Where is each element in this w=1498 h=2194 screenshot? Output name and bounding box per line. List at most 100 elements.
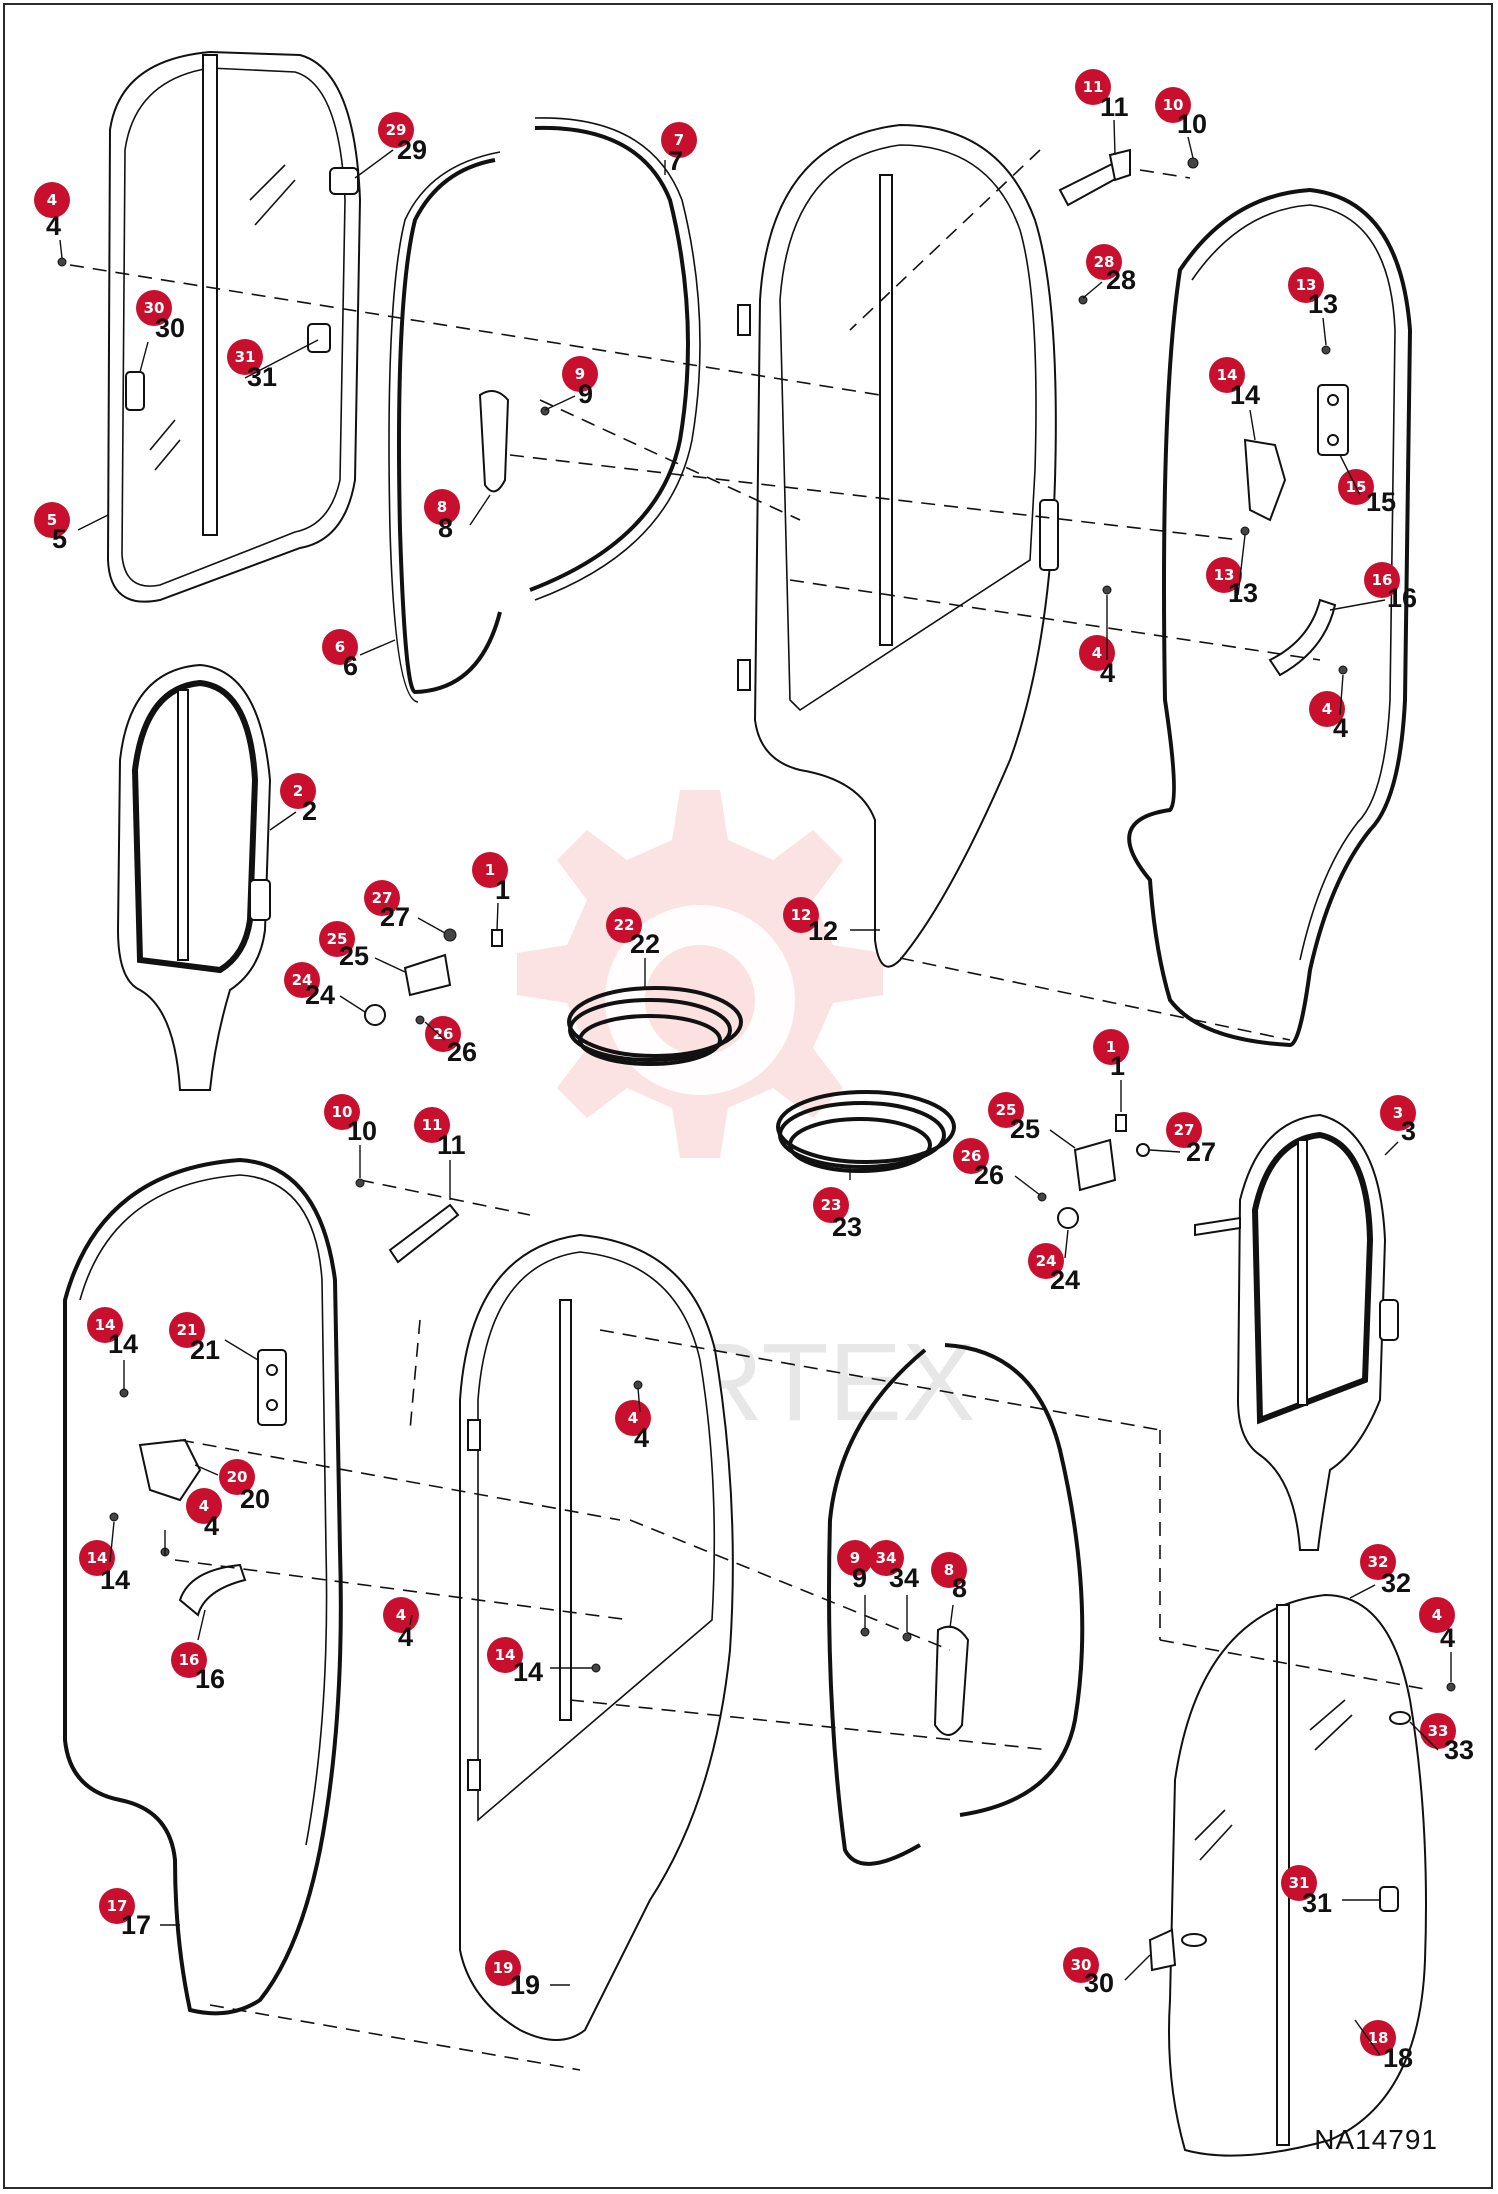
part-seal-top-right: [1127, 187, 1413, 1048]
svg-text:5: 5: [47, 511, 57, 529]
callout-24: 24: [284, 962, 320, 998]
part-label-24: 24: [1050, 1265, 1080, 1295]
part-label-5: 5: [52, 524, 67, 554]
part-label-14: 14: [1230, 380, 1260, 410]
part-label-12: 12: [808, 916, 838, 946]
part-label-19: 19: [510, 1970, 540, 2000]
svg-text:25: 25: [996, 1101, 1017, 1119]
svg-text:30: 30: [144, 299, 165, 317]
svg-text:14: 14: [87, 1549, 108, 1567]
svg-text:1: 1: [1106, 1038, 1116, 1056]
part-label-3: 3: [1401, 1116, 1416, 1146]
part-label-4: 4: [204, 1511, 219, 1541]
part-label-14: 14: [513, 1657, 543, 1687]
part-label-4: 4: [1440, 1623, 1455, 1653]
diagram-frame: [3, 3, 1493, 2189]
svg-text:10: 10: [332, 1103, 353, 1121]
part-label-2: 2: [302, 796, 317, 826]
svg-text:1: 1: [485, 861, 495, 879]
callout-31: 31: [227, 339, 263, 375]
part-label-4: 4: [46, 211, 61, 241]
callout-17: 17: [99, 1888, 135, 1924]
callout-9: 9: [837, 1540, 873, 1576]
svg-text:26: 26: [961, 1147, 982, 1165]
callout-9: 9: [562, 356, 598, 392]
svg-text:24: 24: [1036, 1252, 1057, 1270]
callout-25: 25: [988, 1092, 1024, 1128]
part-5-glass-door-panel: [106, 50, 362, 603]
part-17-door-seal: [63, 1157, 343, 2016]
callout-13: 13: [1288, 267, 1324, 303]
svg-text:23: 23: [821, 1196, 842, 1214]
callout-19: 19: [485, 1950, 521, 1986]
callout-24: 24: [1028, 1243, 1064, 1279]
svg-text:11: 11: [1083, 78, 1104, 96]
part-label-4: 4: [398, 1622, 413, 1652]
part-label-21: 21: [190, 1335, 220, 1365]
part-label-10: 10: [1177, 109, 1207, 139]
svg-text:9: 9: [575, 365, 585, 383]
callout-29: 29: [378, 112, 414, 148]
part-label-9: 9: [578, 379, 593, 409]
part-label-14: 14: [100, 1565, 130, 1595]
callout-14: 14: [87, 1307, 123, 1343]
part-11-latch-bracket-top: [1058, 148, 1131, 207]
callout-11: 11: [1075, 69, 1111, 105]
assembly-dashed-lines: [69, 149, 1431, 2071]
svg-text:8: 8: [944, 1561, 954, 1579]
part-label-25: 25: [1010, 1114, 1040, 1144]
part-label-31: 31: [247, 362, 277, 392]
part-3-door-assembly: [1194, 1113, 1399, 1551]
svg-text:7: 7: [674, 131, 684, 149]
callout-2: 2: [280, 773, 316, 809]
svg-text:14: 14: [95, 1316, 116, 1334]
callout-27: 27: [364, 880, 400, 916]
svg-text:16: 16: [179, 1651, 200, 1669]
part-label-8: 8: [952, 1573, 967, 1603]
callout-18: 18: [1360, 2020, 1396, 2056]
callout-33: 33: [1420, 1713, 1456, 1749]
part-label-13: 13: [1228, 578, 1258, 608]
part-label-13: 13: [1308, 289, 1338, 319]
callout-4: 4: [186, 1488, 222, 1524]
part-21-latch: [257, 1349, 287, 1426]
part-23-seal-coil: [776, 1090, 956, 1173]
part-label-23: 23: [832, 1212, 862, 1242]
callout-4: 4: [34, 182, 70, 218]
part-label-9: 9: [852, 1563, 867, 1593]
svg-text:31: 31: [1289, 1874, 1310, 1892]
svg-text:22: 22: [614, 916, 635, 934]
svg-text:18: 18: [1368, 2029, 1389, 2047]
svg-text:34: 34: [876, 1549, 897, 1567]
svg-text:20: 20: [227, 1468, 248, 1486]
svg-text:16: 16: [1372, 571, 1393, 589]
svg-text:13: 13: [1296, 276, 1317, 294]
part-label-16: 16: [1387, 583, 1417, 613]
part-12-door-frame: [737, 123, 1059, 968]
svg-text:33: 33: [1428, 1722, 1449, 1740]
callout-30: 30: [136, 290, 172, 326]
svg-text:4: 4: [1432, 1606, 1442, 1624]
svg-text:17: 17: [107, 1897, 128, 1915]
part-label-1: 1: [1110, 1051, 1125, 1081]
svg-text:32: 32: [1368, 1553, 1389, 1571]
svg-text:4: 4: [47, 191, 57, 209]
drawing-number: NA14791: [1314, 2124, 1438, 2155]
part-label-8: 8: [438, 513, 453, 543]
part-8-handle-bottom: [933, 1625, 970, 1736]
part-label-32: 32: [1381, 1568, 1411, 1598]
part-label-29: 29: [397, 135, 427, 165]
part-label-27: 27: [380, 902, 410, 932]
part-22-seal-coil: [567, 986, 743, 1066]
part-label-4: 4: [1333, 713, 1348, 743]
part-label-30: 30: [155, 313, 185, 343]
callout-16: 16: [171, 1642, 207, 1678]
svg-text:2: 2: [293, 782, 303, 800]
part-label-6: 6: [343, 651, 358, 681]
callout-30: 30: [1063, 1947, 1099, 1983]
part-label-17: 17: [121, 1910, 151, 1940]
part-label-27: 27: [1186, 1137, 1216, 1167]
callout-4: 4: [615, 1400, 651, 1436]
callout-32: 32: [1360, 1544, 1396, 1580]
